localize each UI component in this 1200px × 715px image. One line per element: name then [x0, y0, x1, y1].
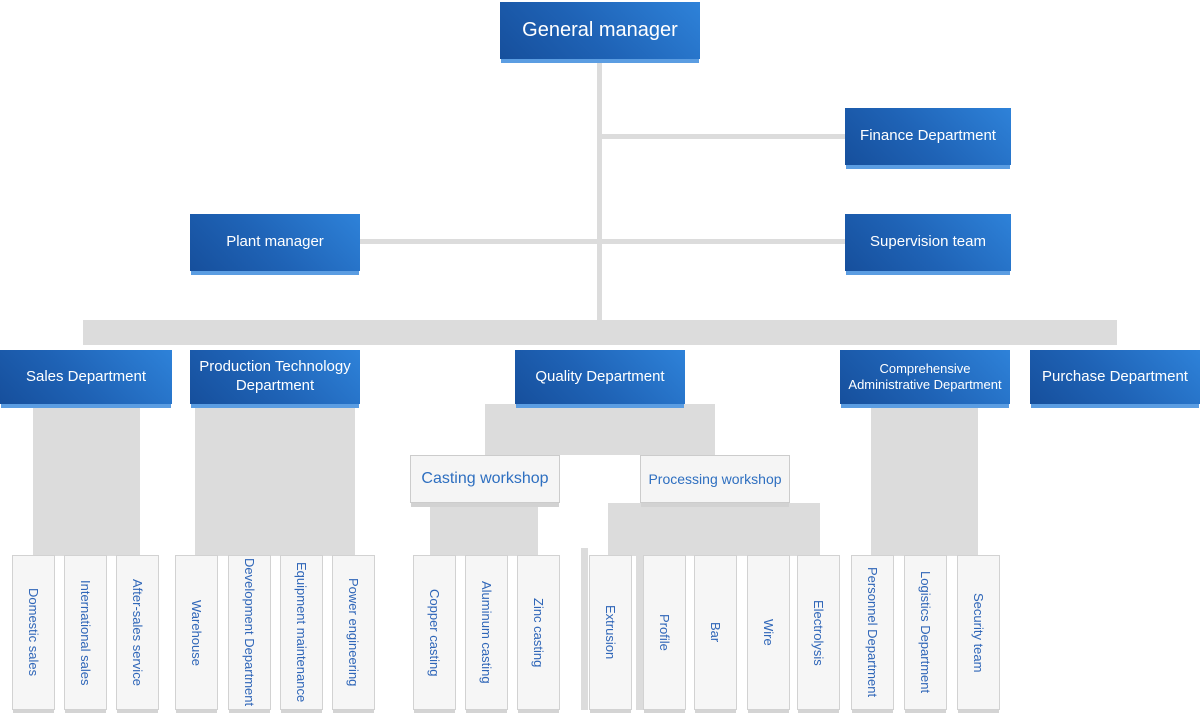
node-label: Extrusion	[603, 605, 618, 660]
node-label: Production Technology Department	[199, 358, 351, 394]
node-label: Wire	[761, 619, 776, 646]
node-label: Electrolysis	[811, 599, 826, 666]
node-label: International sales	[78, 579, 93, 686]
node-after-sales-service: After-sales service	[116, 555, 159, 710]
node-label: Quality Department	[535, 367, 665, 385]
node-label: Purchase Department	[1042, 367, 1188, 385]
node-label: Personnel Department	[865, 567, 880, 698]
node-domestic-sales: Domestic sales	[12, 555, 55, 710]
node-label: Supervision team	[870, 233, 986, 251]
node-zinc-casting: Zinc casting	[517, 555, 560, 710]
connector-block-processing	[608, 503, 820, 556]
node-electrolysis: Electrolysis	[797, 555, 840, 710]
node-label: Casting workshop	[421, 470, 549, 487]
connector-block-admin	[871, 404, 978, 556]
node-label: Zinc casting	[531, 597, 546, 668]
node-warehouse: Warehouse	[175, 555, 218, 710]
node-casting-workshop: Casting workshop	[410, 455, 560, 503]
connector-block-production	[195, 404, 355, 556]
node-label: Copper casting	[427, 588, 442, 677]
node-equipment-maintenance: Equipment maintenance	[280, 555, 323, 710]
node-label: After-sales service	[130, 579, 145, 686]
node-supervision-team: Supervision team	[845, 214, 1011, 271]
node-production-technology-department: Production Technology Department	[190, 350, 360, 404]
node-extrusion: Extrusion	[589, 555, 632, 710]
node-logistics-department: Logistics Department	[904, 555, 947, 710]
node-processing-workshop: Processing workshop	[640, 455, 790, 503]
node-label: Finance Department	[860, 127, 996, 145]
node-label: Sales Department	[25, 367, 147, 385]
node-profile: Profile	[643, 555, 686, 710]
node-label: Development Department	[242, 558, 257, 707]
node-purchase-department: Purchase Department	[1030, 350, 1200, 404]
node-plant-manager: Plant manager	[190, 214, 360, 271]
connector-strip-processing-1	[581, 548, 588, 710]
connector-main-band	[83, 320, 1117, 345]
node-label: Comprehensive Administrative Department	[848, 360, 1002, 392]
node-comprehensive-administrative-department: Comprehensive Administrative Department	[840, 350, 1010, 404]
node-finance-department: Finance Department	[845, 108, 1011, 165]
node-personnel-department: Personnel Department	[851, 555, 894, 710]
node-international-sales: International sales	[64, 555, 107, 710]
node-security-team: Security team	[957, 555, 1000, 710]
connector-managers-horizontal	[358, 239, 847, 244]
connector-finance-horizontal	[600, 134, 847, 139]
node-label: Profile	[657, 614, 672, 651]
node-label: Aluminum casting	[479, 581, 494, 684]
node-label: Logistics Department	[918, 571, 933, 694]
node-development-department: Development Department	[228, 555, 271, 710]
node-quality-department: Quality Department	[515, 350, 685, 404]
node-wire: Wire	[747, 555, 790, 710]
node-label: Power engineering	[346, 578, 361, 687]
node-bar: Bar	[694, 555, 737, 710]
node-general-manager: General manager	[500, 2, 700, 59]
node-label: Domestic sales	[26, 588, 41, 677]
node-sales-department: Sales Department	[0, 350, 172, 404]
node-label: Plant manager	[226, 233, 324, 251]
node-power-engineering: Power engineering	[332, 555, 375, 710]
node-copper-casting: Copper casting	[413, 555, 456, 710]
node-label: General manager	[522, 19, 678, 41]
node-label: Bar	[708, 622, 723, 643]
connector-block-sales	[33, 404, 140, 556]
connector-strip-processing-2	[636, 548, 643, 710]
connector-block-quality	[485, 404, 715, 455]
node-aluminum-casting: Aluminum casting	[465, 555, 508, 710]
node-label: Processing workshop	[648, 471, 782, 487]
node-label: Equipment maintenance	[294, 562, 309, 703]
node-label: Security team	[971, 592, 986, 673]
connector-block-casting	[430, 503, 538, 556]
node-label: Warehouse	[189, 599, 204, 666]
connector-trunk-vertical	[597, 58, 602, 320]
